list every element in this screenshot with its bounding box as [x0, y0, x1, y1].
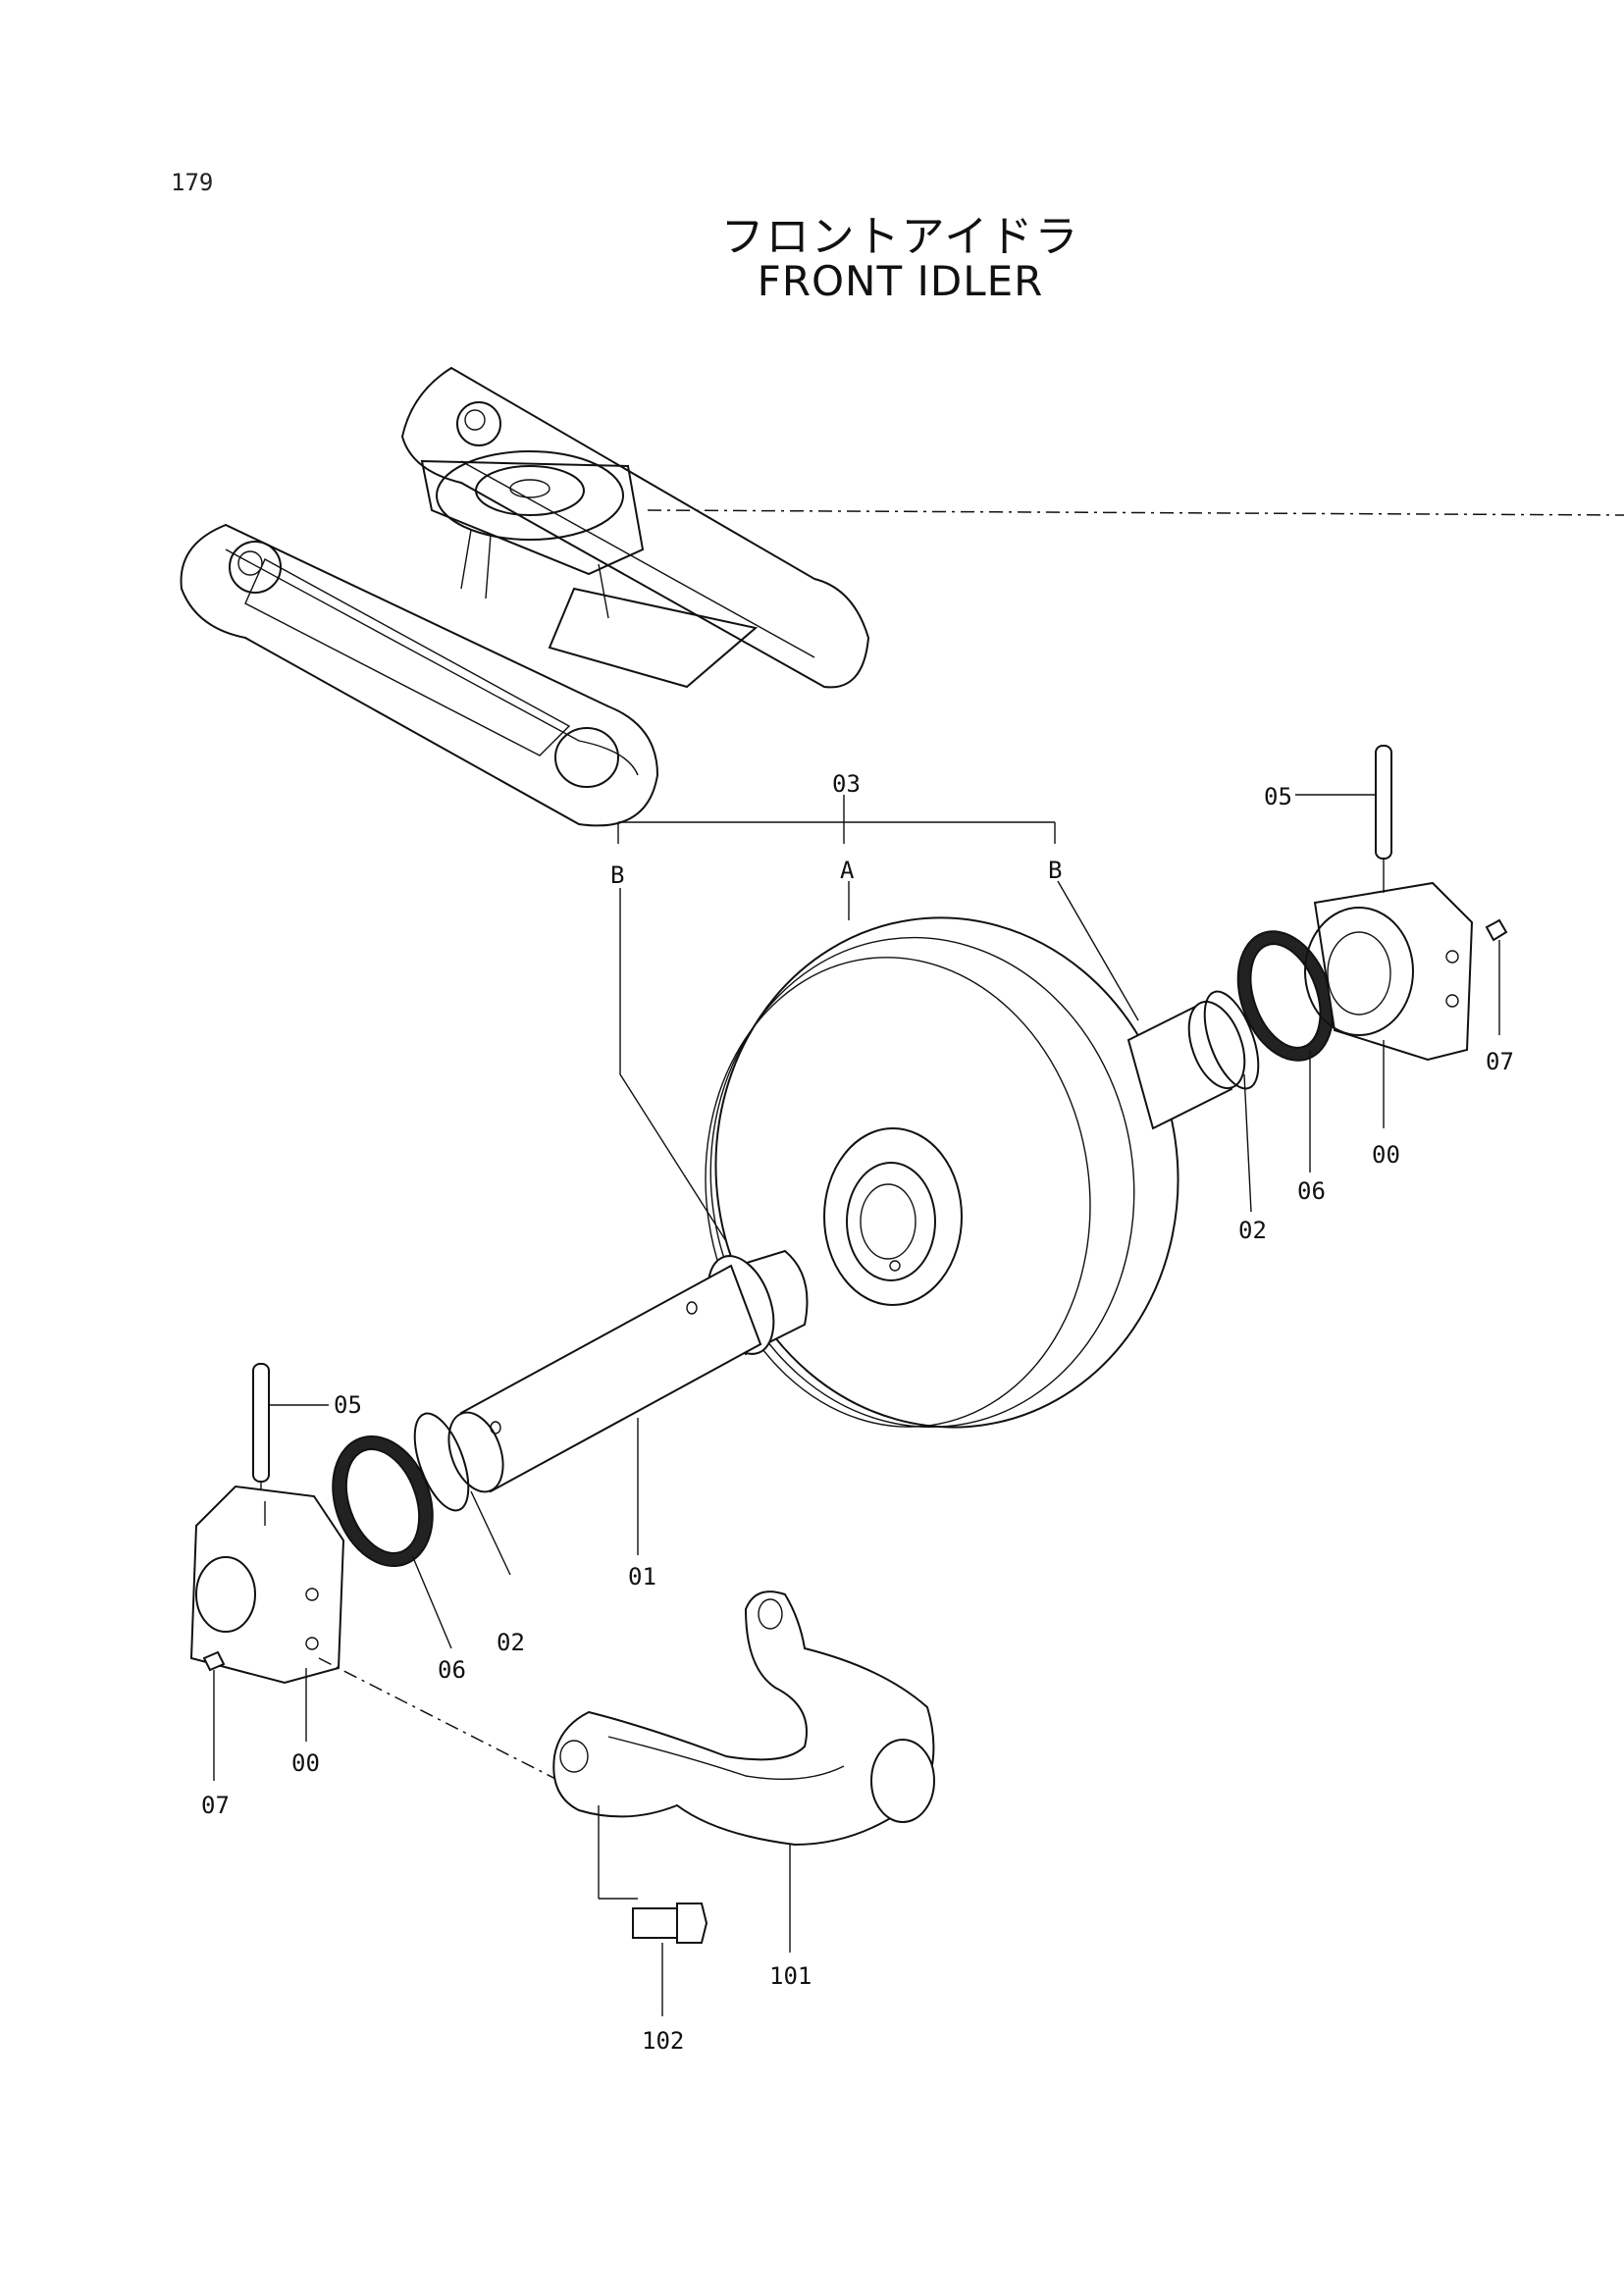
label-05-right: 05: [1264, 783, 1292, 810]
label-101: 101: [769, 1962, 812, 1990]
idler-yoke-bracket: [552, 1590, 935, 2016]
label-B-left: B: [610, 861, 624, 889]
label-01: 01: [628, 1563, 656, 1590]
idler-shaft: [447, 999, 1246, 1493]
label-00-right: 00: [1372, 1141, 1400, 1169]
label-B-right: B: [1048, 857, 1062, 884]
label-07-left: 07: [201, 1792, 230, 1819]
title-english: FRONT IDLER: [757, 257, 1044, 305]
label-02-right: 02: [1238, 1217, 1267, 1244]
label-03: 03: [832, 770, 861, 798]
right-side-parts: [1203, 745, 1508, 1213]
label-05-left: 05: [334, 1391, 362, 1419]
label-A: A: [840, 857, 855, 884]
title-japanese: フロントアイドラ: [720, 212, 1080, 262]
page-number: 179: [171, 169, 214, 196]
assembly-bracket-03: [617, 795, 1139, 1242]
label-07-right: 07: [1486, 1048, 1514, 1075]
left-side-parts: [189, 1363, 639, 1787]
label-00-left: 00: [291, 1749, 320, 1777]
label-102: 102: [642, 2027, 684, 2055]
label-06-left: 06: [438, 1656, 466, 1684]
label-02-left: 02: [497, 1629, 525, 1656]
idler-wheel: [705, 916, 1179, 1429]
label-06-right: 06: [1297, 1177, 1326, 1205]
undercarriage-overview-illustration: [180, 366, 1624, 827]
